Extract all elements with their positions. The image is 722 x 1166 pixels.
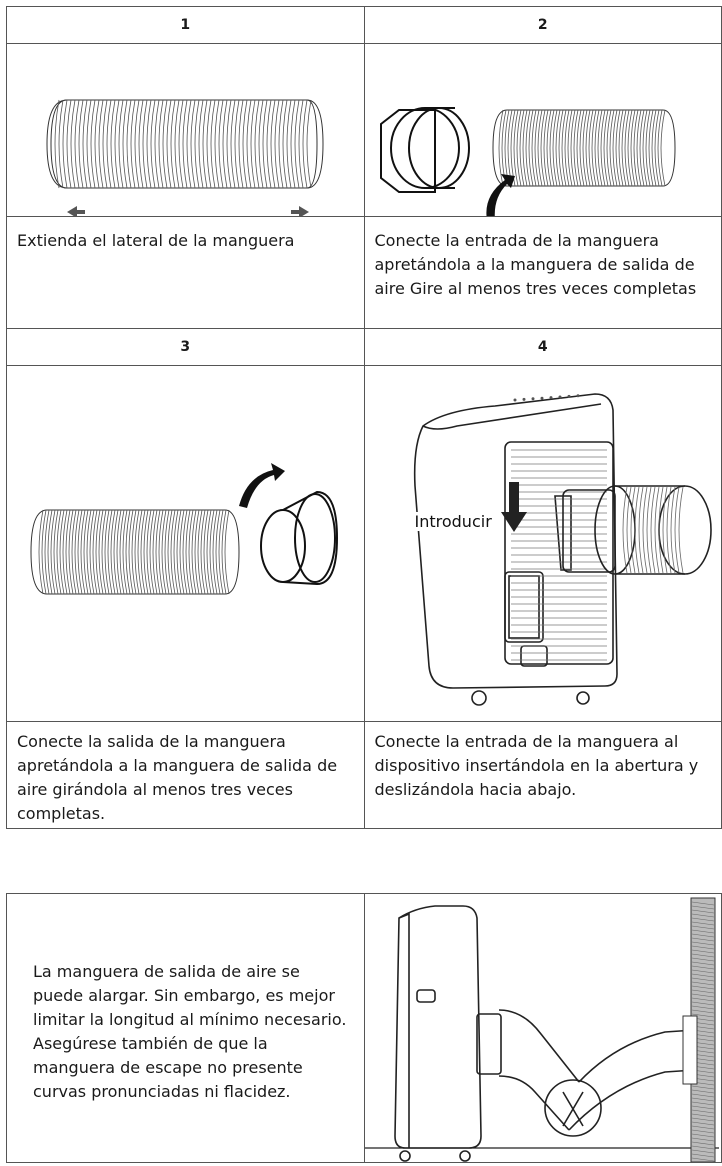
hose-outlet-illustration xyxy=(30,463,339,595)
down-arrow-icon xyxy=(500,482,527,532)
step-3-number: 3 xyxy=(6,328,365,366)
exhaust-hose-note-table: La manguera de salida de aire se puede a… xyxy=(6,893,722,1163)
note-illustration xyxy=(363,893,722,1163)
curved-arrow-icon xyxy=(485,174,515,216)
step-1-illustration xyxy=(6,43,365,217)
installation-steps-table: 1 2 xyxy=(6,6,722,829)
step-3-illustration xyxy=(6,365,365,722)
introducir-label: Introducir xyxy=(414,512,492,531)
note-cell: La manguera de salida de aire se puede a… xyxy=(6,893,365,1163)
step-1-text: Extienda el lateral de la manguera xyxy=(6,216,365,329)
step-4-text: Conecte la entrada de la manguera al dis… xyxy=(363,721,722,829)
hose-wall-illustration xyxy=(364,897,719,1162)
arrow-right-icon xyxy=(291,206,309,216)
step-4-illustration: Introducir xyxy=(363,365,722,722)
step-3-text: Conecte la salida de la manguera apretán… xyxy=(6,721,365,829)
step-2-illustration xyxy=(363,43,722,217)
step-2-number: 2 xyxy=(363,6,722,44)
hose-connect-illustration xyxy=(379,107,676,216)
step-4-number: 4 xyxy=(363,328,722,366)
curved-arrow-icon xyxy=(239,463,285,508)
note-text: La manguera de salida de aire se puede a… xyxy=(33,962,347,1101)
step-2-text: Conecte la entrada de la manguera apretá… xyxy=(363,216,722,329)
step-1-number: 1 xyxy=(6,6,365,44)
hose-extend-illustration xyxy=(46,99,324,216)
arrow-left-icon xyxy=(67,206,85,216)
air-conditioner-hose-install-illustration xyxy=(413,393,712,706)
